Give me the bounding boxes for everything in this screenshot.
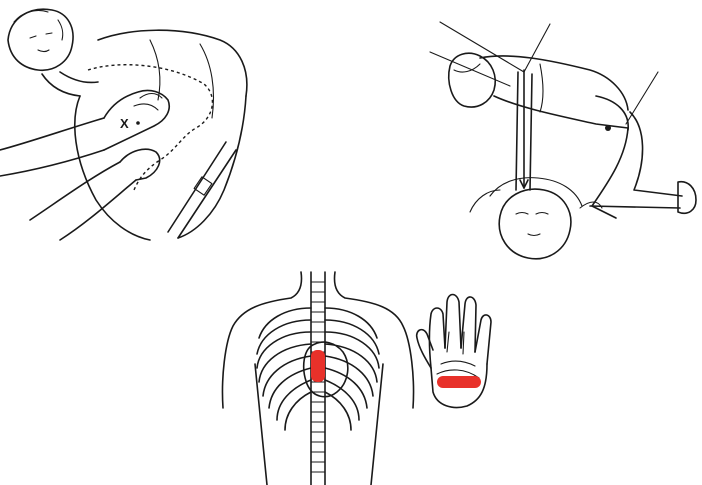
guide-lines (430, 22, 658, 124)
hand-palm-illustration (417, 295, 491, 408)
ribs-right (325, 308, 379, 430)
chest-compression-zone (311, 350, 325, 382)
rescuer-arms (516, 70, 532, 190)
victim-head (470, 178, 602, 259)
rescuer-legs (590, 96, 696, 218)
rescuer-hands (0, 90, 169, 240)
hand-position-illustration: X (0, 0, 260, 250)
x-mark-label: X (120, 116, 129, 131)
victim-head (8, 9, 73, 70)
ribs-left (257, 308, 311, 430)
compression-zone-illustration (215, 268, 505, 485)
rescuer-head (449, 53, 495, 107)
victim-torso (75, 30, 247, 240)
compression-posture-illustration (420, 0, 702, 270)
rescuer-body (480, 56, 628, 128)
heel-of-hand-zone (437, 376, 481, 388)
